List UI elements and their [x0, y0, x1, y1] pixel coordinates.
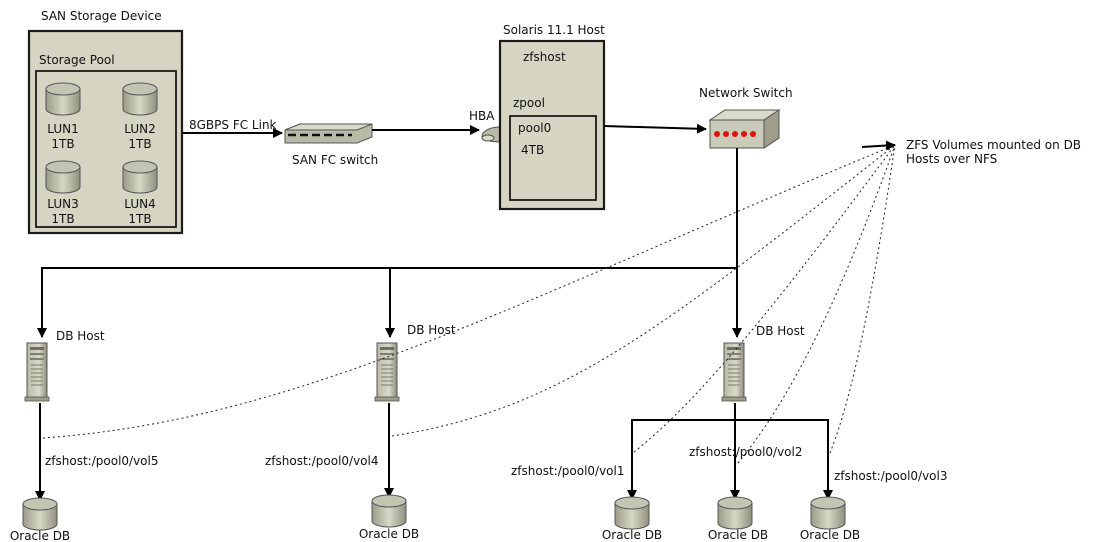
lun3-label: LUN3 [47, 197, 78, 211]
fc-switch-label: SAN FC switch [292, 153, 378, 167]
db-host-2-label: DB Host [407, 323, 456, 337]
nfs-mount-dotted-lines [42, 144, 896, 464]
nfs-note-arrow [861, 140, 896, 151]
solaris-host-box [498, 39, 606, 211]
oracle-db-1-label: Oracle DB [10, 529, 70, 542]
oracle-db-3-label: Oracle DB [602, 528, 662, 542]
oracle-db-5-label: Oracle DB [800, 528, 860, 542]
lun4-label: LUN4 [124, 197, 155, 211]
zpool-label: zpool [513, 96, 545, 110]
oracle-db-3-icon [614, 496, 650, 530]
db-host-1-server-icon [24, 342, 50, 402]
hba-label: HBA [469, 109, 495, 123]
oracle-db-2-label: Oracle DB [359, 527, 419, 541]
hba-card-icon [481, 126, 501, 143]
san-device-box [27, 29, 184, 235]
vol5-path: zfshost:/pool0/vol5 [45, 454, 159, 468]
db-host-2-server-icon [374, 342, 400, 402]
fc-link-label: 8GBPS FC Link [189, 118, 277, 132]
pool0-name: pool0 [518, 121, 551, 135]
network-switch-label: Network Switch [699, 86, 793, 100]
host-to-network-arrow [603, 123, 707, 134]
pool0-size: 4TB [521, 143, 544, 157]
lun2-size: 1TB [128, 137, 151, 151]
solaris-host-title: Solaris 11.1 Host [503, 23, 605, 37]
san-device-title: SAN Storage Device [41, 9, 162, 23]
lun4-size: 1TB [128, 212, 151, 226]
vol4-path: zfshost:/pool0/vol4 [265, 454, 379, 468]
host3-db-branch [627, 403, 833, 500]
vol2-path: zfshost:/pool0/vol2 [689, 445, 803, 459]
oracle-db-4-label: Oracle DB [708, 528, 768, 542]
network-bus [37, 148, 742, 338]
network-switch-icon [708, 109, 781, 149]
vol1-path: zfshost:/pool0/vol1 [511, 464, 625, 478]
storage-pool-title: Storage Pool [39, 53, 115, 67]
solaris-hostname: zfshost [523, 50, 566, 64]
lun2-label: LUN2 [124, 122, 155, 136]
oracle-db-2-icon [371, 494, 407, 528]
lun4-disk-icon [122, 160, 158, 194]
lun3-size: 1TB [51, 212, 74, 226]
db-host-3-label: DB Host [756, 324, 805, 338]
lun1-label: LUN1 [47, 122, 78, 136]
nfs-note-line1: ZFS Volumes mounted on DB [906, 138, 1081, 152]
oracle-db-4-icon [717, 496, 753, 530]
fc-switch-icon [284, 123, 373, 144]
pool0-box [509, 115, 597, 201]
oracle-db-5-icon [810, 496, 846, 530]
lun1-disk-icon [45, 82, 81, 116]
db-host-1-label: DB Host [56, 329, 105, 343]
nfs-note-line2: Hosts over NFS [906, 152, 997, 166]
oracle-db-1-icon [22, 497, 58, 531]
lun2-disk-icon [122, 82, 158, 116]
vol3-path: zfshost:/pool0/vol3 [834, 469, 948, 483]
lun3-disk-icon [45, 160, 81, 194]
lun1-size: 1TB [51, 137, 74, 151]
storage-pool-box [35, 70, 177, 228]
